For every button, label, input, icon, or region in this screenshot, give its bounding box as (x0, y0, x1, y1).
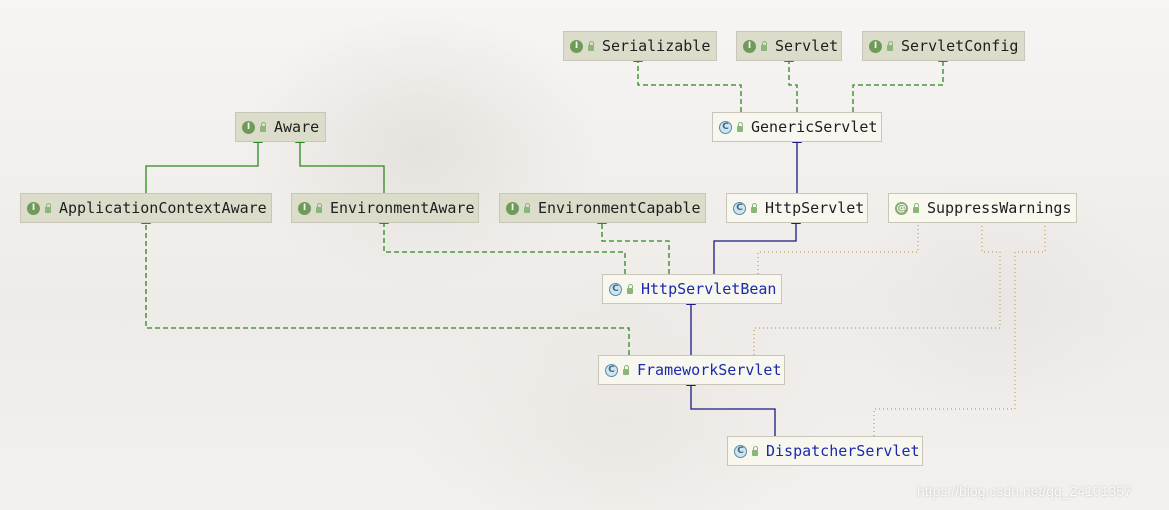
edge-applicationcontextaware-aware (145, 134, 263, 193)
lock-icon (524, 202, 530, 213)
node-label: Servlet (775, 37, 839, 55)
edge-genericservlet-servletconfig (852, 53, 948, 112)
node-aware[interactable]: I Aware (235, 112, 326, 142)
node-label: HttpServletBean (641, 280, 777, 298)
node-genericservlet[interactable]: C GenericServlet (712, 112, 882, 142)
node-dispatcherservlet[interactable]: C DispatcherServlet (727, 436, 923, 466)
lock-icon (913, 202, 919, 213)
node-label: FrameworkServlet (637, 361, 782, 379)
node-httpservletbean[interactable]: C HttpServletBean (602, 274, 782, 304)
node-environmentaware[interactable]: I EnvironmentAware (291, 193, 479, 223)
node-environmentcapable[interactable]: I EnvironmentCapable (499, 193, 706, 223)
class-icon: C (719, 120, 732, 134)
class-icon: C (733, 201, 746, 215)
node-label: DispatcherServlet (766, 442, 920, 460)
edge-httpservletbean-environmentcapable (597, 215, 670, 274)
class-icon: C (734, 444, 747, 458)
edge-frameworkservlet-applicationcontextaware (141, 215, 630, 355)
node-label: EnvironmentCapable (538, 199, 701, 217)
edge-genericservlet-serializable (633, 53, 742, 112)
node-suppresswarnings[interactable]: @ SuppressWarnings (888, 193, 1077, 223)
watermark: https://blog.csdn.net/qq_24101357 (917, 483, 1132, 499)
node-label: SuppressWarnings (927, 199, 1072, 217)
edge-frameworkservlet-suppresswarnings (753, 224, 1001, 355)
edge-environmentaware-aware (295, 134, 385, 193)
interface-icon: I (242, 120, 255, 134)
interface-icon: I (27, 201, 40, 215)
node-label: Serializable (602, 37, 711, 55)
edge-dispatcherservlet-suppresswarnings (873, 224, 1046, 436)
node-label: ApplicationContextAware (59, 199, 267, 217)
node-label: ServletConfig (901, 37, 1019, 55)
node-label: HttpServlet (765, 199, 865, 217)
edge-genericservlet-servlet (784, 53, 798, 112)
interface-icon: I (298, 201, 311, 215)
interface-icon: I (506, 201, 519, 215)
class-icon: C (605, 363, 618, 377)
lock-icon (316, 202, 322, 213)
node-label: GenericServlet (751, 118, 878, 136)
lock-icon (887, 40, 893, 51)
node-frameworkservlet[interactable]: C FrameworkServlet (598, 355, 785, 385)
annotation-icon: @ (895, 201, 908, 215)
class-icon: C (609, 282, 622, 296)
lock-icon (751, 202, 757, 213)
edge-httpservletbean-suppresswarnings (757, 224, 919, 274)
node-label: Aware (274, 118, 320, 136)
lock-icon (623, 364, 629, 375)
lock-icon (588, 40, 594, 51)
interface-icon: I (869, 39, 882, 53)
node-servlet[interactable]: I Servlet (736, 31, 842, 61)
node-servletconfig[interactable]: I ServletConfig (862, 31, 1025, 61)
interface-icon: I (570, 39, 583, 53)
lock-icon (260, 121, 266, 132)
edge-httpservletbean-httpservlet (713, 215, 801, 274)
lock-icon (752, 445, 758, 456)
edge-dispatcherservlet-frameworkservlet (686, 377, 776, 436)
node-serializable[interactable]: I Serializable (563, 31, 717, 61)
node-applicationcontextaware[interactable]: I ApplicationContextAware (20, 193, 272, 223)
lock-icon (761, 40, 767, 51)
node-label: EnvironmentAware (330, 199, 475, 217)
lock-icon (737, 121, 743, 132)
node-httpservlet[interactable]: C HttpServlet (726, 193, 868, 223)
lock-icon (627, 283, 633, 294)
interface-icon: I (743, 39, 756, 53)
lock-icon (45, 202, 51, 213)
edge-httpservletbean-environmentaware (379, 215, 626, 274)
